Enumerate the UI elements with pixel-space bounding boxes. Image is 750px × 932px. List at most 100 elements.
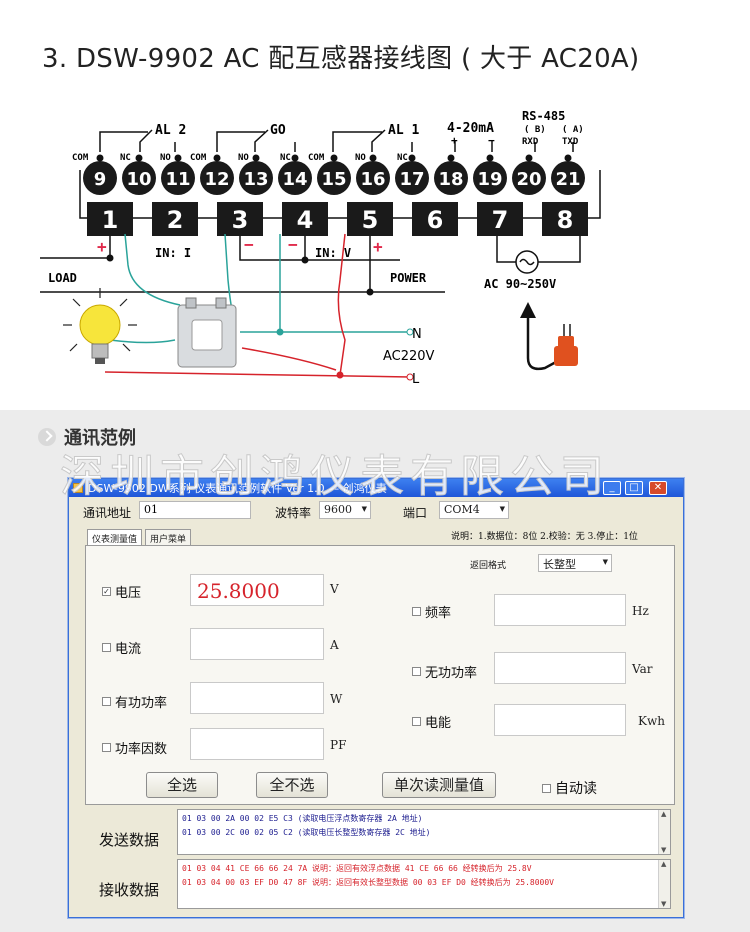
auto-read-checkbox[interactable]: 自动读 [542,778,597,798]
top-terminal-label-21: 21 [555,169,580,190]
current-unit: A [330,638,339,652]
nc-label-17: NC [397,153,408,163]
relay-al2-label: AL 2 [155,123,186,138]
maximize-button[interactable]: □ [625,481,643,495]
send-line-1: 01 03 00 2A 00 02 E5 C3 (读取电压浮点数寄存器 2A 地… [182,814,423,823]
send-data-textarea[interactable]: 01 03 00 2A 00 02 E5 C3 (读取电压浮点数寄存器 2A 地… [177,809,671,855]
relay-al1-label: AL 1 [388,123,419,138]
top-terminal-label-18: 18 [438,169,463,190]
chevron-right-icon [38,428,56,446]
energy-value-box[interactable] [494,704,626,736]
frequency-value-box[interactable] [494,594,626,626]
send-scrollbar[interactable] [658,810,670,854]
voltage-check-icon: ✓ [102,587,111,596]
window-title: DSW-9902 DW系列 仪表通讯范例软件 Ver 1.0 — 创鸿仪表 [88,482,387,495]
power-plug-icon [520,302,578,371]
top-terminal-10 [122,161,156,195]
bottom-terminal-label-4: 4 [297,206,314,234]
energy-unit: Kwh [638,714,665,728]
ma-minus-label: − [488,134,495,147]
voltage-value-box[interactable]: 25.8000 [190,574,324,606]
tab-measure[interactable]: 仪表测量值 [87,529,143,545]
bottom-terminal-3 [217,202,263,236]
energy-label: 电能 [425,716,452,731]
rs485-label: RS-485 [522,109,565,123]
top-terminal-label-16: 16 [360,169,385,190]
select-all-button[interactable]: 全选 [146,772,218,798]
active-power-checkbox[interactable]: 有功功率 [102,692,167,711]
plus-mark-1: + [97,237,107,256]
current-label: 电流 [115,642,142,657]
no-label-13: NO [238,153,249,163]
send-line-2: 01 03 00 2C 00 02 05 C2 (读取电压长整型数寄存器 2C … [182,828,431,837]
nc-label-10: NC [120,153,131,163]
voltage-checkbox[interactable]: ✓ 电压 [102,582,141,601]
top-terminal-20 [512,161,546,195]
active-power-value-box[interactable] [190,682,324,714]
recv-data-textarea[interactable]: 01 03 04 41 CE 66 66 24 7A 说明：返回有效浮点数据 4… [177,859,671,909]
current-checkbox[interactable]: 电流 [102,638,141,657]
address-label: 通讯地址 [83,506,132,520]
single-read-button[interactable]: 单次读测量值 [382,772,496,798]
bottom-terminal-label-5: 5 [362,206,379,234]
current-value-box[interactable] [190,628,324,660]
top-terminal-label-14: 14 [282,169,307,190]
frequency-checkbox[interactable]: 频率 [412,602,451,621]
active-power-label: 有功功率 [115,696,168,711]
baud-select[interactable]: 9600 [319,501,371,519]
ma-label: 4-20mA [447,121,494,136]
close-button[interactable]: ✕ [649,481,667,495]
neutral-label: N [412,327,422,342]
top-terminal-label-10: 10 [126,169,151,190]
power-factor-checkbox[interactable]: 功率因数 [102,738,167,757]
top-terminal-19 [473,161,507,195]
window-titlebar[interactable]: DSW-9902 DW系列 仪表通讯范例软件 Ver 1.0 — 创鸿仪表 _ … [69,479,683,497]
in-v-label: IN: V [315,246,351,260]
txd-label: TXD [562,137,579,147]
bottom-terminal-label-2: 2 [167,206,184,234]
top-terminal-label-11: 11 [165,169,190,190]
top-terminal-label-15: 15 [321,169,346,190]
no-label-16: NO [355,153,366,163]
bottom-terminal-label-8: 8 [557,206,574,234]
power-factor-value-box[interactable] [190,728,324,760]
top-terminal-label-19: 19 [477,169,502,190]
rs485-b-label: ( B) [524,125,546,135]
return-format-label: 返回格式 [470,561,507,571]
top-terminal-17 [395,161,429,195]
top-terminal-16 [356,161,390,195]
reactive-power-label: 无功功率 [425,666,478,681]
port-select[interactable]: COM4 [439,501,509,519]
send-data-label: 发送数据 [99,831,160,849]
top-terminal-label-12: 12 [204,169,229,190]
frequency-label: 频率 [425,606,452,621]
top-terminal-18 [434,161,468,195]
ma-plus-label: + [451,134,458,147]
bottom-terminal-1 [87,202,133,236]
return-format-select[interactable]: 长整型 [538,554,612,572]
bottom-terminal-label-7: 7 [492,206,509,234]
reactive-power-value-box[interactable] [494,652,626,684]
in-i-label: IN: I [155,246,191,260]
rs485-a-label: ( A) [562,125,584,135]
reactive-power-checkbox[interactable]: 无功功率 [412,662,477,681]
recv-scrollbar[interactable] [658,860,670,908]
light-bulb-icon [63,288,137,364]
power-factor-unit: PF [330,738,347,752]
energy-checkbox[interactable]: 电能 [412,712,451,731]
no-label-11: NO [160,153,171,163]
voltage-value: 25.8000 [197,579,280,603]
minimize-button[interactable]: _ [603,481,621,495]
tab-user-menu[interactable]: 用户菜单 [145,529,192,545]
active-power-unit: W [330,692,343,706]
bottom-terminal-4 [282,202,328,236]
select-none-button[interactable]: 全不选 [256,772,328,798]
address-input[interactable]: 01 [139,501,251,519]
top-terminal-label-9: 9 [94,169,107,190]
diagram-heading: 3. DSW-9902 AC 配互感器接线图 ( 大于 AC20A) [42,44,640,74]
recv-line-2: 01 03 04 00 03 EF D0 47 8F 说明：返回有效长整型数据 … [182,878,555,887]
top-terminal-label-17: 17 [399,169,424,190]
port-label: 端口 [403,506,428,520]
current-transformer-icon [177,297,237,368]
top-terminal-21 [551,161,585,195]
